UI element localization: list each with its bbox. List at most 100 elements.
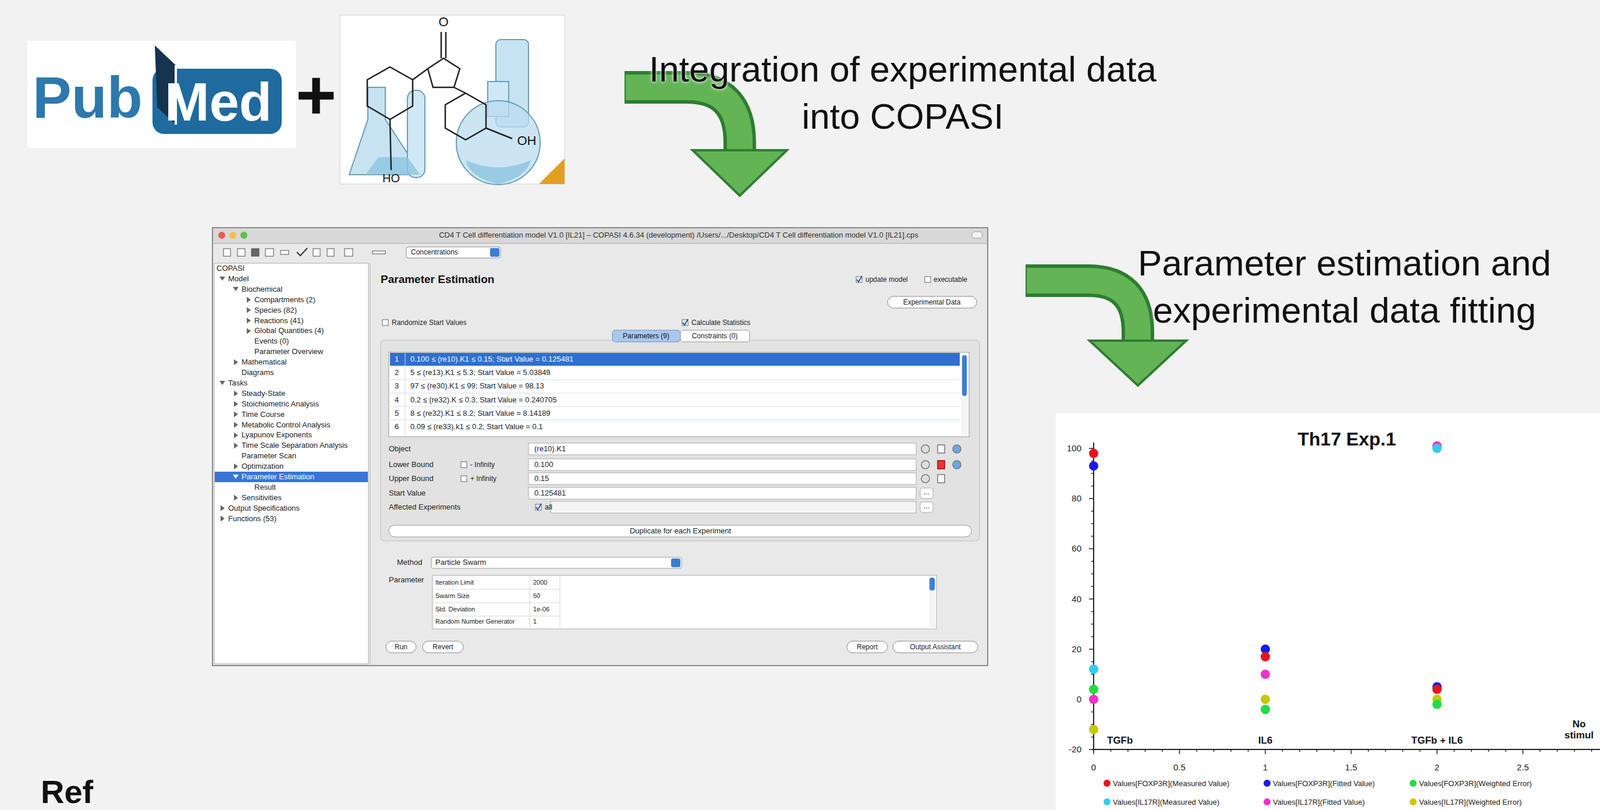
tick-label: -20 xyxy=(1068,743,1082,755)
data-point xyxy=(1260,651,1270,662)
ui-text: 0.2 ≤ (re32).K ≤ 0.3; Start Value = 0.24… xyxy=(410,395,557,405)
ui-text: Run xyxy=(394,642,408,651)
axis-tick xyxy=(1091,460,1094,462)
tree-item: Mathematical xyxy=(241,357,287,367)
tree-toggle xyxy=(233,421,239,428)
tick-label: 0 xyxy=(1076,693,1082,705)
ui-text: executable xyxy=(933,275,968,284)
tree-item: Time Scale Separation Analysis xyxy=(241,441,348,451)
tree-toggle xyxy=(233,431,239,438)
tree-item: Model xyxy=(228,274,249,284)
tree-item: Optimization xyxy=(241,461,284,471)
ui-text: 1 xyxy=(533,617,537,626)
ui-text: Method xyxy=(396,557,422,567)
tick-label: 40 xyxy=(1071,593,1082,605)
ui-text: 0.100 ≤ (re10).K1 ≤ 0.15; Start Value = … xyxy=(410,354,574,364)
ui-text: 2 xyxy=(394,367,399,378)
tree-toggle xyxy=(233,401,239,407)
axis-tick xyxy=(1161,749,1163,752)
legend-text: Values[FOXP3R](Weighted Error) xyxy=(1418,778,1532,789)
axis-tick xyxy=(1196,749,1198,752)
tree-item: Global Quantities (4) xyxy=(254,326,324,336)
ui-text: Revert xyxy=(432,642,453,651)
tick-label: 1 xyxy=(1263,761,1268,773)
tree-toggle xyxy=(233,463,239,470)
ui-text: Random Number Generator xyxy=(435,617,515,626)
ui-text: Parameters (9) xyxy=(622,331,670,340)
axis-tick xyxy=(1091,535,1094,537)
axis-tick xyxy=(1088,497,1094,499)
tree-toggle xyxy=(246,327,251,334)
ui-text: Randomize Start Values xyxy=(391,318,467,327)
data-point xyxy=(1088,694,1099,704)
axis-tick xyxy=(1591,749,1593,752)
ui-text: Parameter Estimation xyxy=(380,272,495,287)
tree-item: Tasks xyxy=(228,378,248,388)
ui-text: 0.100 xyxy=(534,459,554,470)
ui-text: ... xyxy=(923,501,930,510)
legend-text: Values[FOXP3R](Fitted Value) xyxy=(1272,778,1375,789)
tree-toggle xyxy=(220,505,225,512)
app-window xyxy=(212,227,988,666)
axis-tick xyxy=(1350,749,1353,754)
ui-text: Parameter xyxy=(388,575,425,585)
data-point xyxy=(1260,704,1270,714)
legend-swatch xyxy=(1263,797,1271,805)
axis-tick xyxy=(1453,749,1456,752)
tree-toggle xyxy=(233,494,239,501)
tree-toggle xyxy=(233,390,239,397)
axis-tick xyxy=(1367,749,1369,752)
ui-text: ... xyxy=(923,487,930,496)
chemistry-illustration xyxy=(339,15,565,185)
logo-text: Med xyxy=(164,69,272,134)
axis-tick xyxy=(1573,749,1575,752)
axis-tick xyxy=(1385,749,1387,752)
axis-tick xyxy=(1213,749,1215,752)
step-caption: Parameter estimation and experimental da… xyxy=(1094,239,1595,334)
axis-tick xyxy=(1333,749,1335,752)
tree-item: Metabolic Control Analysis xyxy=(241,420,331,430)
step-caption: Integration of experimental data into CO… xyxy=(640,45,1165,140)
tree-item: Stoichiometric Analysis xyxy=(241,399,319,409)
data-point xyxy=(1088,664,1099,674)
axis-tick xyxy=(1091,510,1094,512)
data-point xyxy=(1260,669,1270,679)
axis-tick xyxy=(1144,749,1147,752)
tree-toggle xyxy=(232,286,239,292)
dropdown-value: Concentrations xyxy=(410,247,459,257)
ui-text: Constraints (0) xyxy=(692,331,739,340)
axis-tick xyxy=(1127,749,1129,752)
ui-text: 6 xyxy=(394,421,399,432)
tree-item: Biochemical xyxy=(241,284,283,294)
axis-tick xyxy=(1436,749,1438,754)
axis-tick xyxy=(1091,711,1094,713)
tree-item: COPASI xyxy=(216,263,245,273)
tree-item: Parameter Overview xyxy=(254,346,324,357)
legend-text: Values[IL17R](Fitted Value) xyxy=(1272,797,1365,807)
ui-text: Swarm Size xyxy=(435,591,470,600)
axis-tick xyxy=(1402,749,1404,752)
atom-label: O xyxy=(438,14,449,30)
tree-toggle xyxy=(246,296,251,303)
ui-text: 97 ≤ (re30).K1 ≤ 99; Start Value = 98.13 xyxy=(410,381,545,391)
legend-swatch xyxy=(1263,779,1271,787)
data-point xyxy=(1088,448,1099,459)
axis-tick xyxy=(1091,485,1094,487)
chart-title: Th17 Exp.1 xyxy=(1297,427,1397,450)
axis-tick xyxy=(1419,749,1421,752)
axis-tick xyxy=(1093,749,1095,754)
tree-toggle xyxy=(219,276,226,281)
axis-tick xyxy=(1230,749,1232,752)
ui-text: Output Assistant xyxy=(909,642,961,651)
legend-text: Values[FOXP3R](Measured Value) xyxy=(1112,778,1230,789)
axis-tick xyxy=(1539,749,1541,752)
category-label: TGFb + IL6 xyxy=(1411,734,1463,747)
axis-tick xyxy=(1091,585,1094,587)
logo-ground xyxy=(27,40,296,148)
legend-text: Values[IL17R](Measured Value) xyxy=(1112,797,1220,807)
axis-tick xyxy=(1088,447,1094,449)
ui-text: 0.15 xyxy=(534,473,549,484)
ui-text: 1 xyxy=(394,354,399,364)
axis-tick xyxy=(1488,749,1490,752)
legend-swatch xyxy=(1103,797,1111,805)
